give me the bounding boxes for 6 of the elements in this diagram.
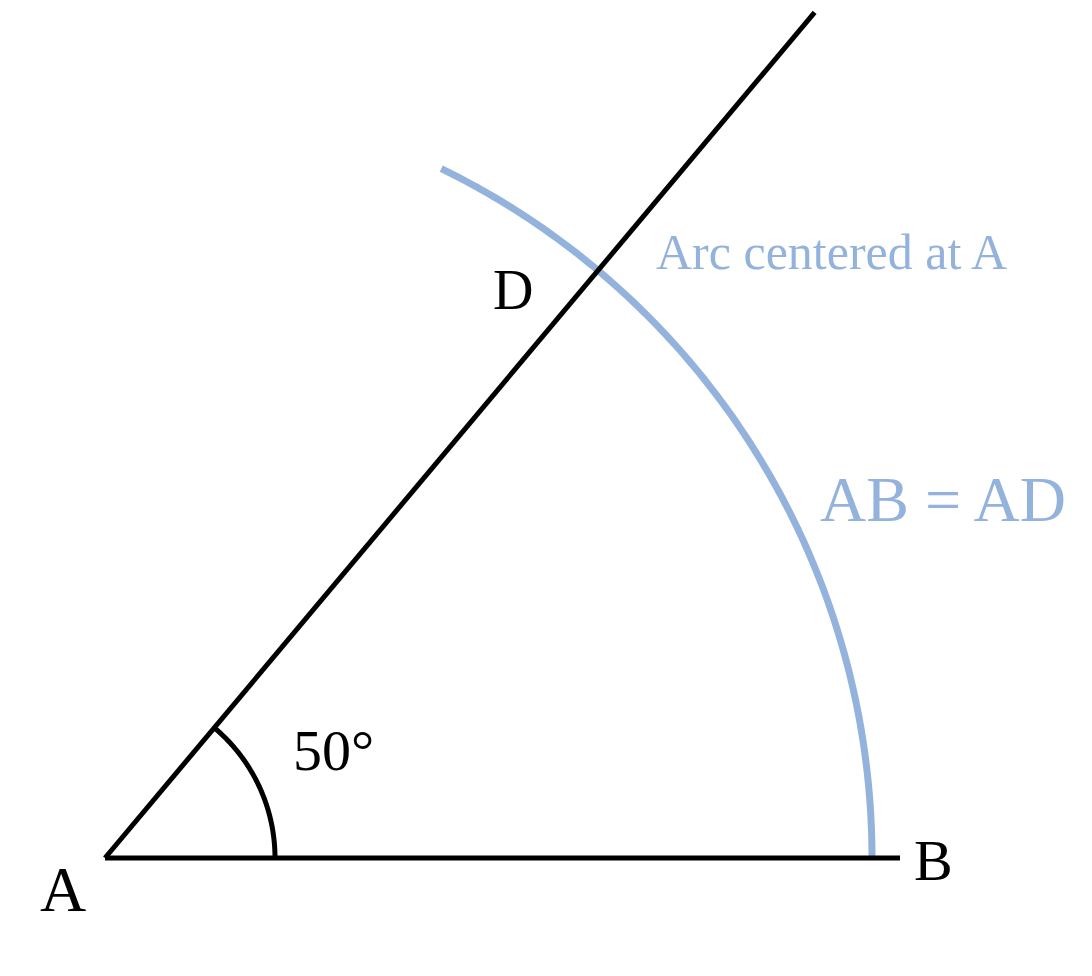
equation-label: AB = AD (820, 468, 1066, 532)
point-label: D (493, 262, 534, 318)
point-label: B (914, 832, 953, 890)
angle-label: 50° (293, 722, 375, 780)
point-label: A (40, 858, 87, 922)
arc-annotation: Arc centered at A (656, 227, 1008, 277)
